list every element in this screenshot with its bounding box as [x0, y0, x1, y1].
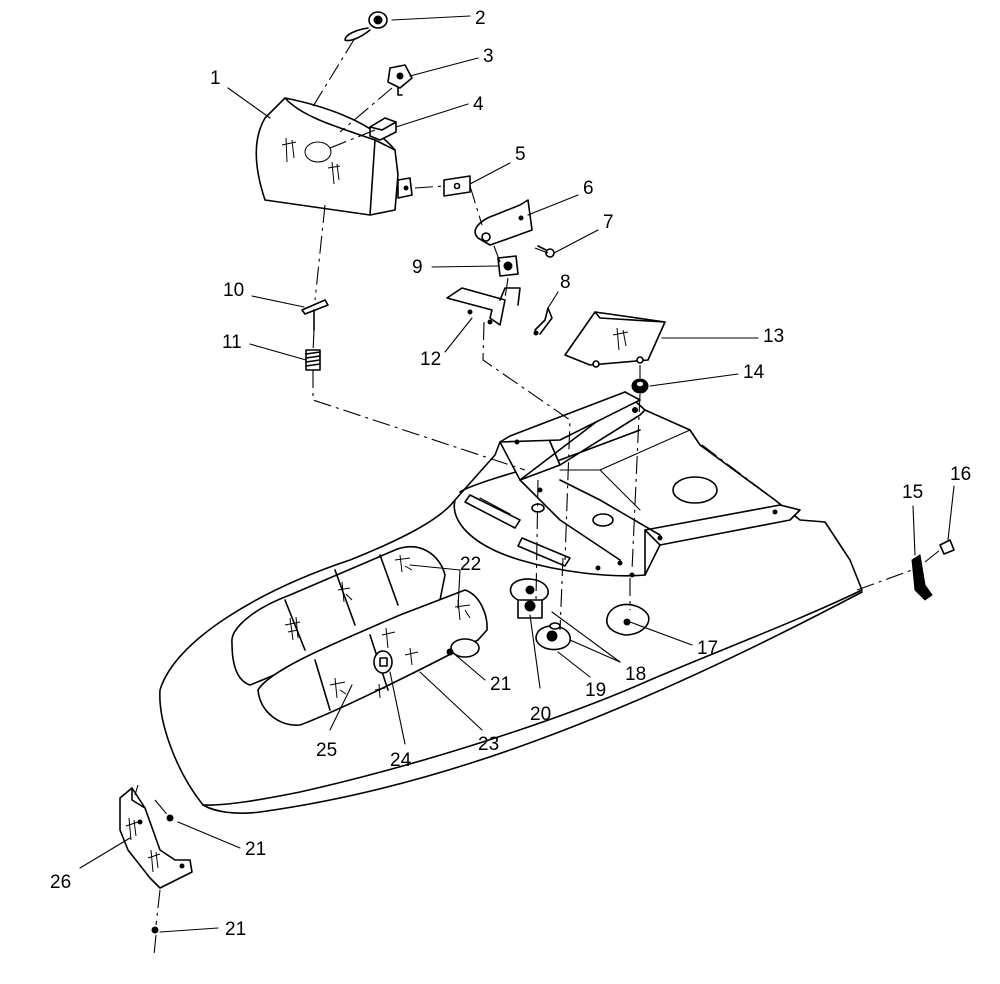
callout-5: 5 [515, 144, 526, 165]
callout-8: 8 [560, 272, 571, 293]
callout-11: 11 [222, 332, 242, 353]
callout-19: 19 [585, 680, 606, 701]
part-21-fasteners [151, 648, 454, 934]
callout-17: 17 [697, 638, 718, 659]
part-13-cover [564, 311, 666, 368]
part-1-headlight-pod [255, 97, 413, 216]
dash-pockets [231, 546, 488, 726]
callout-10: 10 [223, 280, 244, 301]
part-15-latch [911, 554, 933, 601]
callout-20: 20 [530, 704, 551, 725]
callout-6: 6 [583, 178, 594, 199]
part-14-grommet [631, 378, 649, 394]
part-12-bracket [446, 287, 521, 326]
callout-15: 15 [902, 482, 923, 503]
assembly-lines [134, 37, 941, 956]
part-2-bulb [344, 11, 388, 42]
part-6-bracket [474, 199, 533, 246]
callout-4: 4 [473, 94, 484, 115]
callout-13: 13 [763, 326, 784, 347]
part-9-nut [497, 255, 519, 277]
callout-25: 25 [316, 740, 337, 761]
hood-body [159, 391, 863, 814]
callout-14: 14 [743, 362, 765, 383]
part-8-clip [533, 307, 553, 336]
part-7-screw [537, 245, 555, 258]
callout-21-bracket-lower: 21 [225, 919, 246, 940]
callout-24: 24 [390, 750, 412, 771]
callout-18: 18 [625, 664, 646, 685]
part-10-pin [301, 299, 329, 331]
callout-2: 2 [475, 8, 486, 29]
callout-21-dash: 21 [490, 674, 511, 695]
part-4-switch [369, 117, 397, 141]
part-3-socket [387, 64, 413, 96]
callout-12: 12 [420, 349, 441, 370]
callout-3: 3 [483, 46, 494, 67]
callout-23: 23 [478, 734, 499, 755]
callout-9: 9 [412, 257, 423, 278]
callout-16: 16 [950, 464, 971, 485]
leader-lines [79, 15, 955, 933]
part-16-cap [939, 539, 955, 555]
callout-21-bracket-upper: 21 [245, 839, 266, 860]
part-17-plug [606, 603, 650, 636]
part-19-grommet-lower [535, 622, 571, 651]
callout-1: 1 [210, 68, 221, 89]
part-11-spring [305, 349, 321, 371]
callout-7: 7 [603, 212, 614, 233]
part-5-plate [443, 175, 471, 197]
callout-26: 26 [50, 872, 71, 893]
callout-22: 22 [460, 554, 481, 575]
part-26-bracket [119, 787, 193, 889]
callout-labels: 1 2 3 4 5 6 7 8 9 10 11 12 13 14 15 16 1… [50, 8, 971, 940]
